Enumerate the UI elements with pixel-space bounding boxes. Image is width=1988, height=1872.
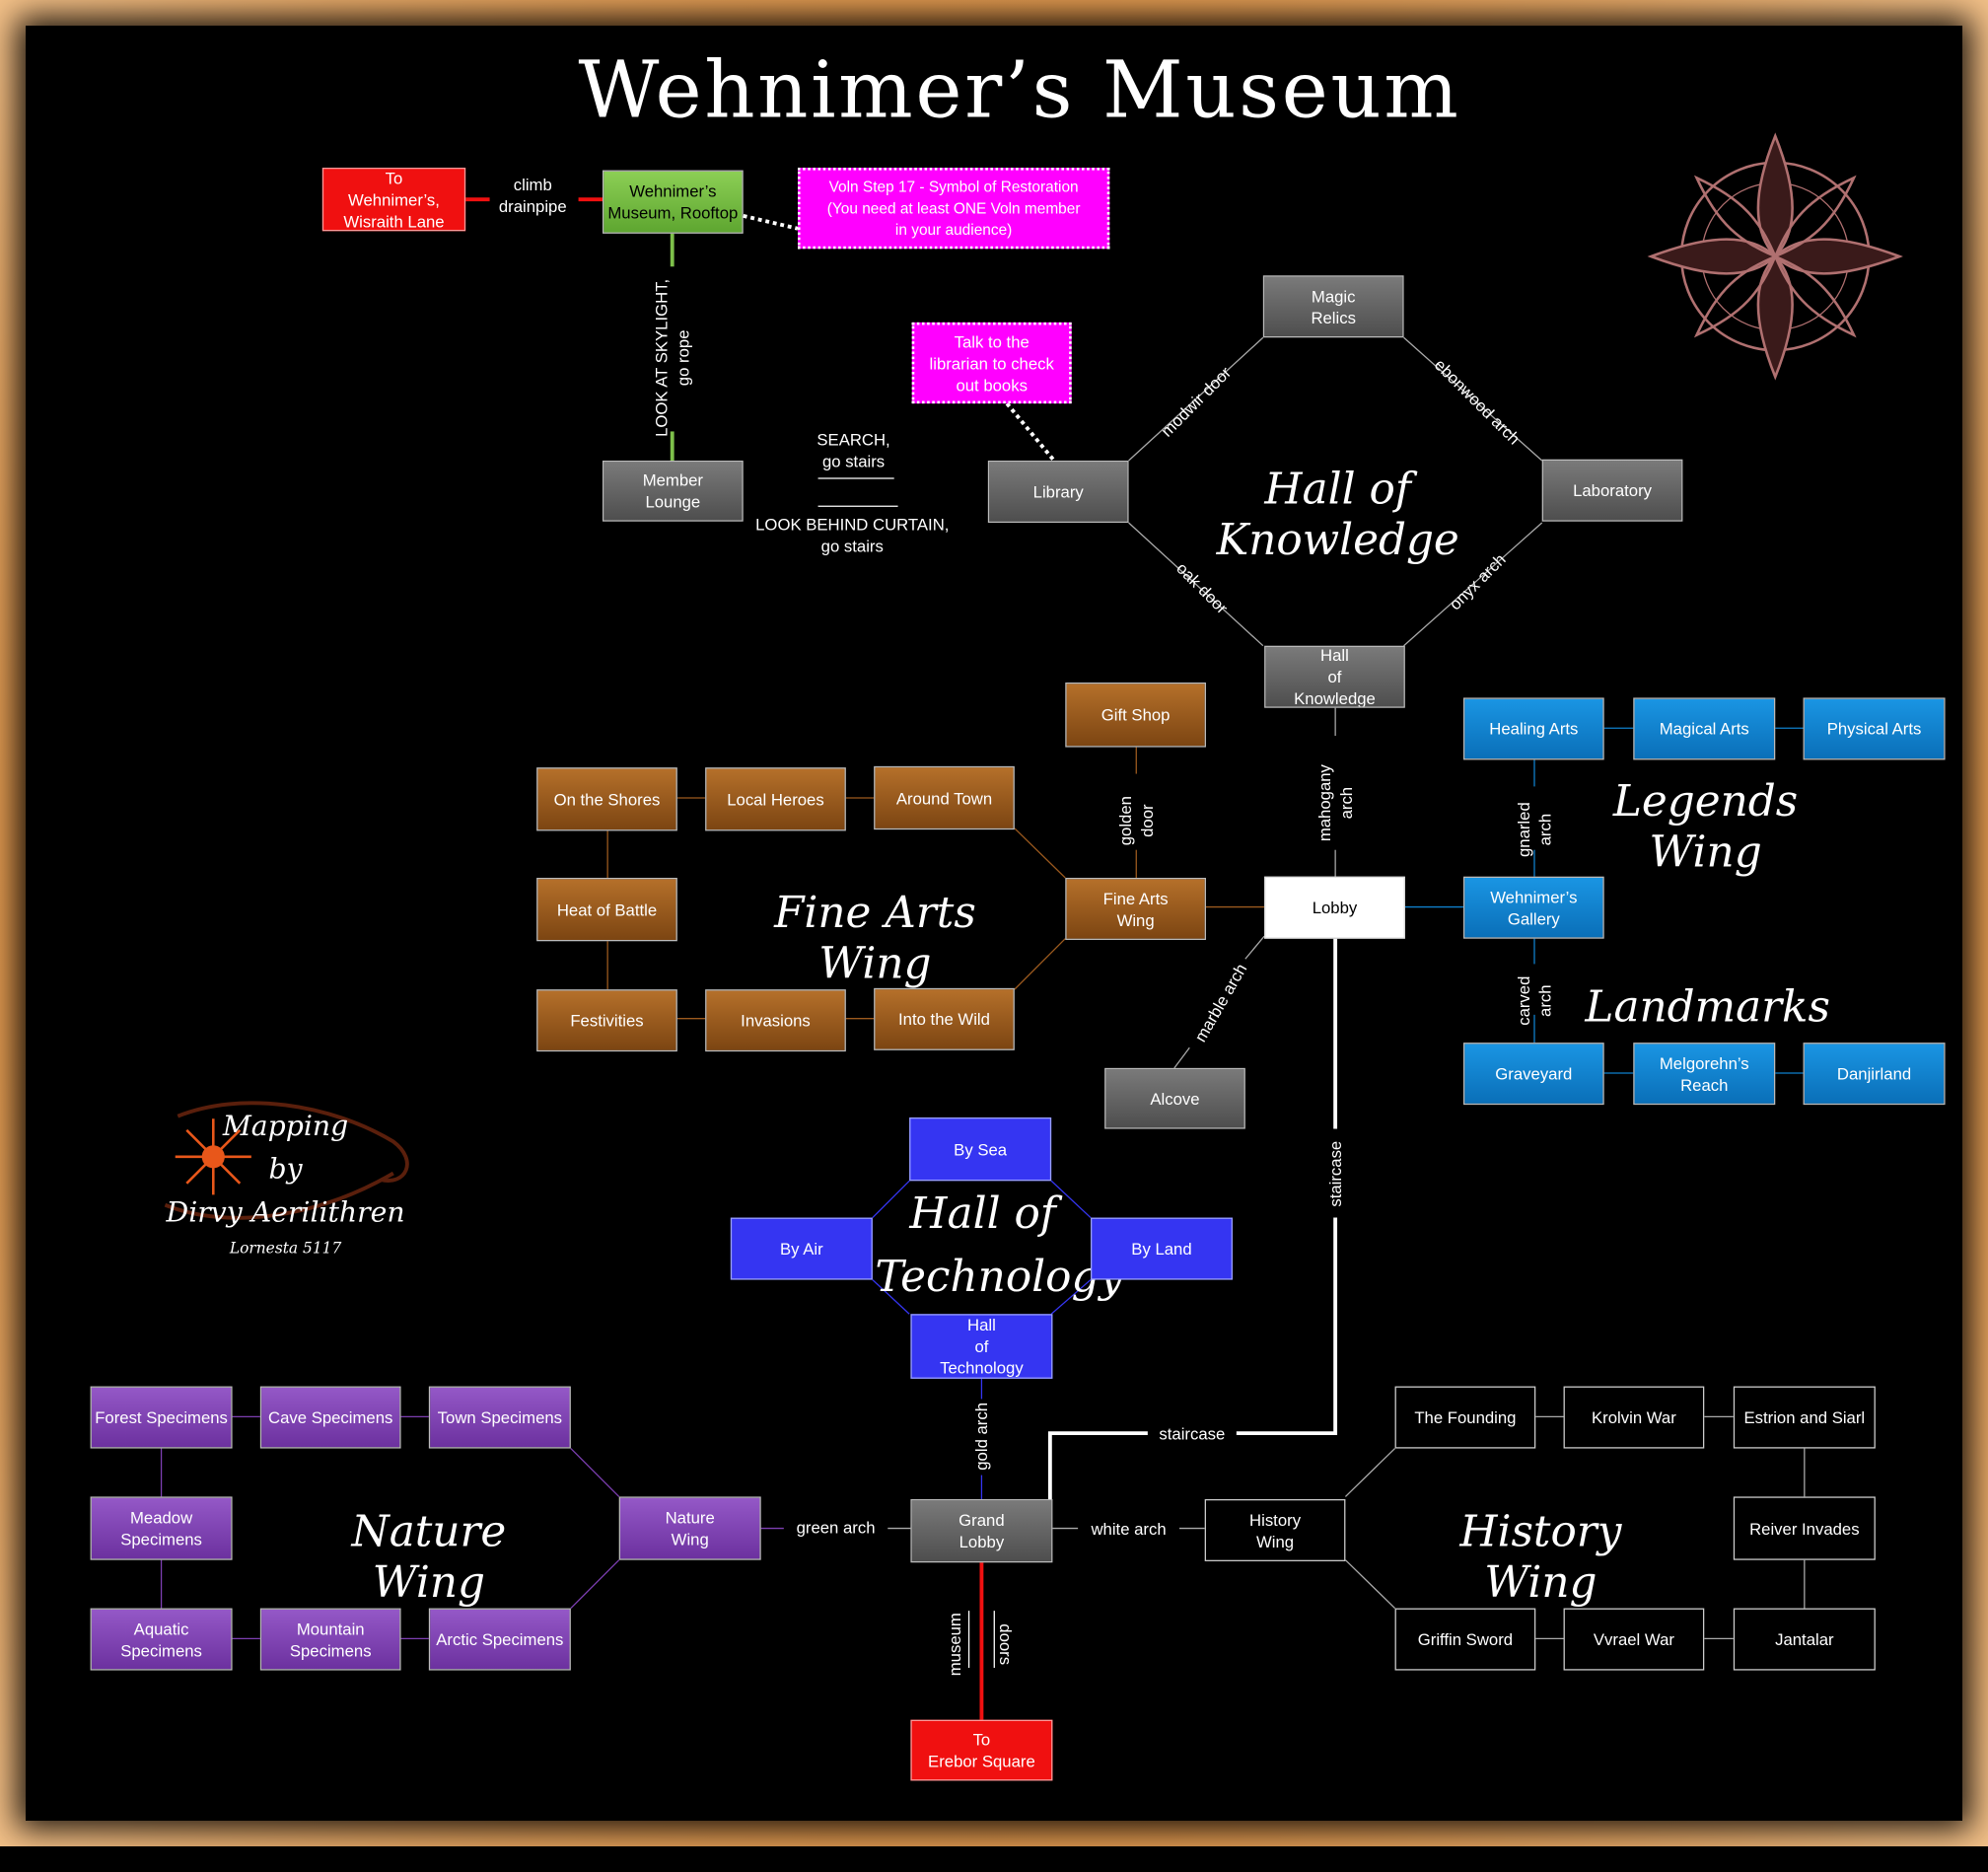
room-member-lounge[interactable]: Member Lounge xyxy=(602,460,744,522)
edge-white-arch: white arch xyxy=(1091,1519,1167,1539)
room-grand-lobby[interactable]: Grand Lobby xyxy=(910,1498,1053,1563)
edge-mahogany-arch: mahogany arch xyxy=(1314,764,1356,842)
room-graveyard[interactable]: Graveyard xyxy=(1462,1043,1604,1106)
room-hall-of-knowledge[interactable]: Hall of Knowledge xyxy=(1264,645,1405,708)
edge-search-stairs: SEARCH, go stairs xyxy=(816,430,890,471)
room-meadow-specimens[interactable]: Meadow Specimens xyxy=(90,1496,233,1560)
room-mountain-specimens[interactable]: Mountain Specimens xyxy=(259,1608,401,1671)
room-physical-arts[interactable]: Physical Arts xyxy=(1803,697,1946,760)
room-cave-specimens[interactable]: Cave Specimens xyxy=(259,1386,401,1449)
map-title: Wehnimer’s Museum xyxy=(578,42,1461,136)
room-library[interactable]: Library xyxy=(987,460,1129,523)
room-laboratory[interactable]: Laboratory xyxy=(1541,459,1683,522)
room-by-air[interactable]: By Air xyxy=(730,1217,873,1280)
librarian-note: Talk to the librarian to check out books xyxy=(911,322,1072,404)
connector-lines xyxy=(160,197,1806,1720)
room-to-erebor-square[interactable]: To Erebor Square xyxy=(910,1719,1053,1781)
compass-rose-icon xyxy=(1647,132,1903,381)
room-aquatic-specimens[interactable]: Aquatic Specimens xyxy=(90,1608,233,1671)
hall-of-knowledge-title: Hall of Knowledge xyxy=(1216,464,1459,566)
room-forest-specimens[interactable]: Forest Specimens xyxy=(90,1386,233,1449)
map-canvas: Wehnimer’s Museum xyxy=(26,26,1962,1821)
legends-wing-title: Legends Wing xyxy=(1612,776,1799,878)
room-gift-shop[interactable]: Gift Shop xyxy=(1065,682,1206,748)
room-danjirland[interactable]: Danjirland xyxy=(1803,1043,1946,1106)
room-healing-arts[interactable]: Healing Arts xyxy=(1462,697,1604,760)
edge-staircase-vertical: staircase xyxy=(1325,1140,1345,1207)
history-wing-title: History Wing xyxy=(1459,1506,1622,1609)
room-history-wing[interactable]: History Wing xyxy=(1204,1498,1346,1561)
edge-gnarled-arch: gnarled arch xyxy=(1514,802,1555,858)
room-hall-of-technology[interactable]: Hall of Technology xyxy=(910,1314,1053,1379)
room-the-founding[interactable]: The Founding xyxy=(1394,1386,1536,1449)
hall-of-technology-title: Hall of Technology xyxy=(875,1188,1124,1303)
edge-look-at-skylight: LOOK AT SKYLIGHT, go rope xyxy=(652,278,693,437)
edge-carved-arch: carved arch xyxy=(1514,975,1555,1026)
snowflake-flourish-icon xyxy=(164,1101,409,1220)
room-invasions[interactable]: Invasions xyxy=(705,989,846,1052)
room-by-land[interactable]: By Land xyxy=(1090,1217,1233,1280)
room-heat-of-battle[interactable]: Heat of Battle xyxy=(536,877,677,942)
edge-doors: doors xyxy=(996,1623,1016,1666)
edge-golden-door: golden door xyxy=(1115,796,1157,846)
room-fine-arts-wing[interactable]: Fine Arts Wing xyxy=(1065,877,1206,940)
edge-staircase-horizontal: staircase xyxy=(1159,1424,1226,1444)
credit-line4: Lornesta 5117 xyxy=(229,1239,342,1258)
room-into-the-wild[interactable]: Into the Wild xyxy=(874,987,1015,1050)
room-lobby[interactable]: Lobby xyxy=(1264,876,1405,939)
room-town-specimens[interactable]: Town Specimens xyxy=(428,1386,571,1449)
room-krolvin-war[interactable]: Krolvin War xyxy=(1563,1386,1705,1449)
room-arctic-specimens[interactable]: Arctic Specimens xyxy=(428,1608,571,1671)
room-around-town[interactable]: Around Town xyxy=(874,765,1015,830)
museum-map: Wehnimer’s Museum xyxy=(26,26,1988,1872)
credit-line2: by xyxy=(268,1154,303,1187)
room-rooftop[interactable]: Wehnimer’s Museum, Rooftop xyxy=(602,170,744,234)
room-alcove[interactable]: Alcove xyxy=(1104,1067,1245,1129)
voln-step-note: Voln Step 17 - Symbol of Restoration (Yo… xyxy=(797,167,1110,250)
room-melgorehns-reach[interactable]: Melgorehn’s Reach xyxy=(1633,1043,1776,1106)
credit-line1: Mapping xyxy=(222,1111,349,1143)
edge-climb-drainpipe: climb drainpipe xyxy=(498,175,567,216)
edge-museum: museum xyxy=(945,1613,965,1677)
room-on-the-shores[interactable]: On the Shores xyxy=(536,767,677,831)
room-festivities[interactable]: Festivities xyxy=(536,989,677,1052)
room-griffin-sword[interactable]: Griffin Sword xyxy=(1394,1608,1536,1671)
room-local-heroes[interactable]: Local Heroes xyxy=(705,767,846,831)
edge-look-behind-curtain: LOOK BEHIND CURTAIN, go stairs xyxy=(755,515,950,556)
landmarks-title: Landmarks xyxy=(1585,981,1830,1033)
nature-wing-title: Nature Wing xyxy=(351,1506,507,1609)
room-magical-arts[interactable]: Magical Arts xyxy=(1633,697,1776,760)
room-jantalar[interactable]: Jantalar xyxy=(1733,1608,1876,1671)
room-vvrael-war[interactable]: Vvrael War xyxy=(1563,1608,1705,1671)
room-reiver-invades[interactable]: Reiver Invades xyxy=(1733,1496,1876,1560)
credit-line3: Dirvy Aerilithren xyxy=(166,1196,405,1230)
room-estrion-and-siarl[interactable]: Estrion and Siarl xyxy=(1733,1386,1876,1449)
room-magic-relics[interactable]: Magic Relics xyxy=(1262,275,1404,338)
edge-gold-arch: gold arch xyxy=(971,1402,992,1471)
fine-arts-wing-title: Fine Arts Wing xyxy=(774,888,976,990)
room-nature-wing[interactable]: Nature Wing xyxy=(618,1496,761,1560)
edge-green-arch: green arch xyxy=(796,1518,876,1538)
room-to-wisraith-lane[interactable]: To Wehnimer’s, Wisraith Lane xyxy=(321,167,466,232)
room-wehnimers-gallery[interactable]: Wehnimer’s Gallery xyxy=(1462,876,1604,939)
room-by-sea[interactable]: By Sea xyxy=(909,1116,1052,1182)
